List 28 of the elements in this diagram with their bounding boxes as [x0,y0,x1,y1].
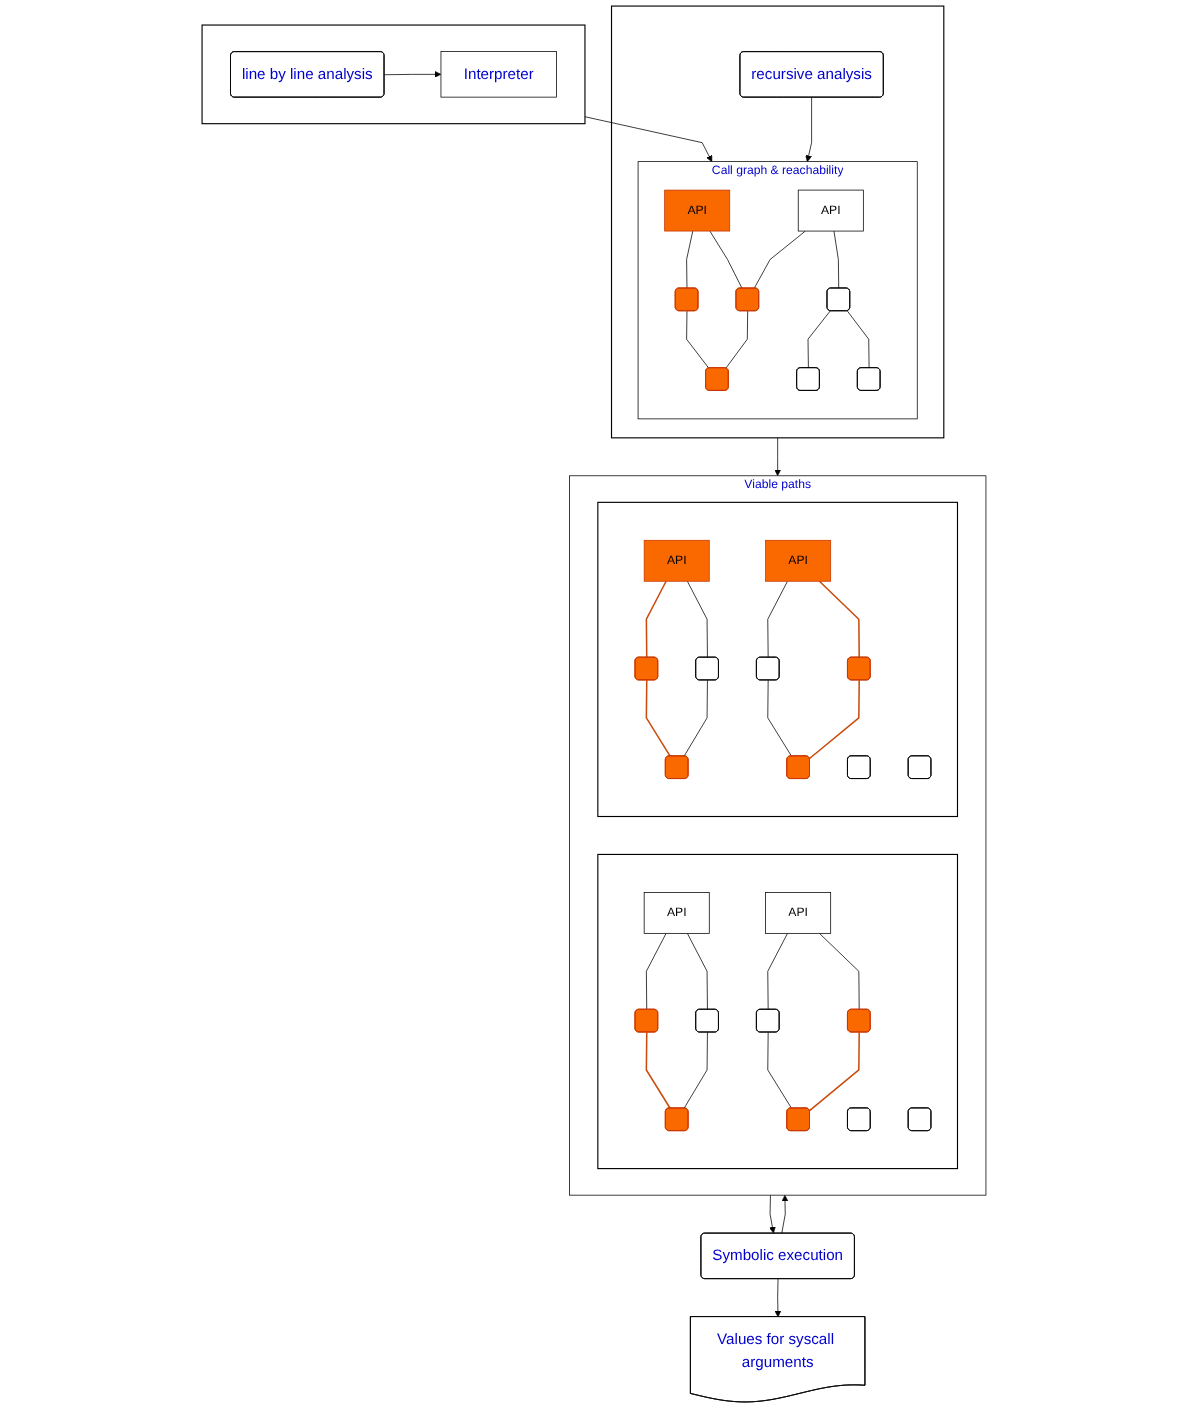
connector [645,580,667,659]
connector [709,230,743,289]
connector [767,679,792,757]
cluster [201,24,586,125]
connector [683,679,708,757]
connector [808,679,860,760]
connector [819,933,860,1010]
connector [808,1031,860,1112]
cluster [597,501,959,818]
connector [833,230,840,289]
connector [807,310,831,369]
connector [687,580,708,658]
cluster [610,5,945,439]
connector [683,1032,708,1109]
connector [686,230,694,289]
connector [818,580,860,659]
connector [686,310,710,369]
connector [767,580,788,658]
connector [767,933,788,1010]
connector [687,933,708,1010]
connector [767,1032,792,1109]
connector [645,1031,671,1110]
connector [846,310,870,369]
connector [646,933,667,1010]
connector [645,679,671,757]
connector [725,310,749,369]
connector [753,230,806,289]
cluster [597,853,959,1170]
